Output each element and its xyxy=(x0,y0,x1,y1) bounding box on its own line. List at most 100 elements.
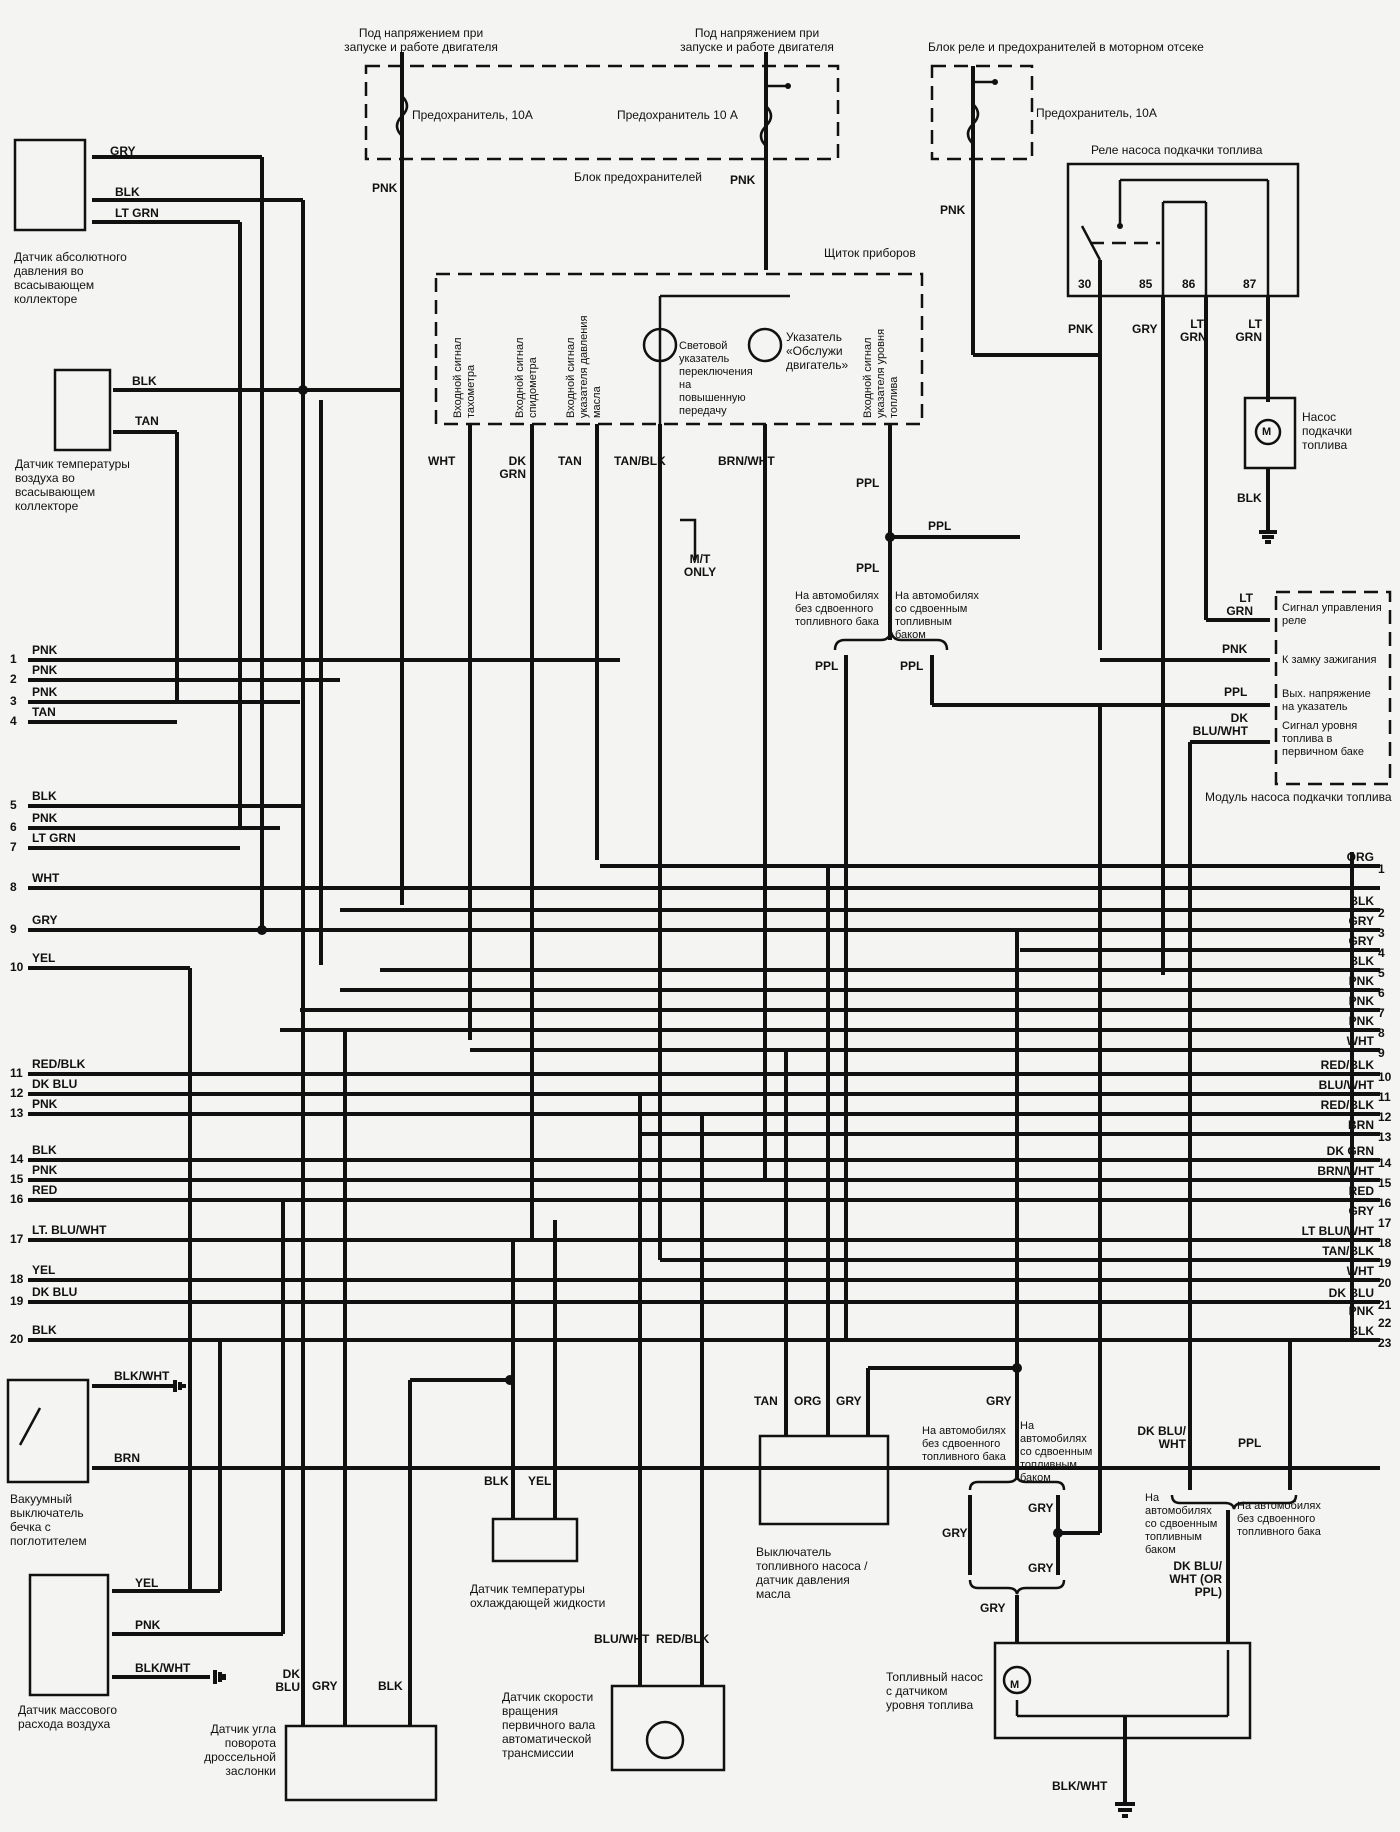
iat-sensor-label: Датчик температуры воздуха во всасывающе… xyxy=(15,457,130,513)
connector-pin-number: 1 xyxy=(1378,862,1385,876)
fuse-block-title: Блок предохранителей xyxy=(574,170,702,184)
connector-pin-number: 10 xyxy=(10,960,24,974)
vacuum-switch-box xyxy=(6,1378,90,1484)
wire-label: PNK xyxy=(730,173,756,187)
wire-label: RED/BLK xyxy=(1320,1058,1374,1072)
cluster-input-label: Входной сигнал спидометра xyxy=(514,337,539,418)
connector-pin-number: 21 xyxy=(1378,1298,1392,1312)
wire-label: GRY xyxy=(1132,322,1158,336)
gry-no-dual-label: На автомобилях без сдвоенного топливного… xyxy=(922,1425,1006,1463)
connector-pin-number: 12 xyxy=(1378,1110,1392,1124)
fuel-pump-box xyxy=(993,1641,1252,1740)
maf-sensor-box xyxy=(28,1573,110,1697)
wire-label: PPL xyxy=(1224,685,1248,699)
module-pin-label: Сигнал управления реле xyxy=(1282,602,1382,627)
ppl-no-dual-label: На автомобилях без сдвоенного топливного… xyxy=(795,590,879,628)
relay-pin: 86 xyxy=(1182,277,1196,291)
fuse-left-label: Предохранитель, 10А xyxy=(412,108,533,122)
connector-pin-number: 4 xyxy=(10,714,17,728)
right-bus xyxy=(280,852,1380,1340)
wire-label: PPL xyxy=(1238,1436,1262,1450)
wire-label: PPL xyxy=(856,476,880,490)
wire-label: TAN/BLK xyxy=(1322,1244,1374,1258)
connector-pin-number: 19 xyxy=(1378,1256,1392,1270)
wire-label: DK GRN xyxy=(1326,1144,1374,1158)
ect-sensor-label: Датчик температуры охлаждающей жидкости xyxy=(470,1582,606,1610)
connector-pin-number: 6 xyxy=(1378,986,1385,1000)
wire-label: BRN xyxy=(1348,1118,1374,1132)
wire-label: DK BLU xyxy=(32,1285,78,1299)
fuse-right-label: Предохранитель 10 А xyxy=(617,108,738,122)
connector-pin-number: 5 xyxy=(1378,966,1385,980)
connector-pin-number: 18 xyxy=(10,1272,24,1286)
wire-label: PNK xyxy=(1348,1304,1374,1318)
wire-label: BLK xyxy=(115,185,140,199)
wire-label: PNK xyxy=(32,811,58,825)
wire-label: GRY xyxy=(942,1526,968,1540)
module-pin-label: К замку зажигания xyxy=(1282,654,1377,666)
wire-label: BRN/WHT xyxy=(718,454,775,468)
wire-label: PPL xyxy=(928,519,952,533)
connector-pin-number: 20 xyxy=(1378,1276,1392,1290)
wire-label: DK BLU/ WHT (OR PPL) xyxy=(1169,1559,1222,1599)
wire-label: BLK/WHT xyxy=(114,1369,170,1383)
prime-pump-motor-icon xyxy=(1254,418,1282,446)
connector-pin-number: 20 xyxy=(10,1332,24,1346)
wire-label: BLK xyxy=(1349,954,1374,968)
tps-sensor-box xyxy=(284,1724,438,1802)
wire-label: PPL xyxy=(900,659,924,673)
ground-icon xyxy=(213,1670,226,1684)
engine-fuse-title: Блок реле и предохранителей в моторном о… xyxy=(928,40,1204,54)
wire-label: PNK xyxy=(32,663,58,677)
connector-pin-number: 9 xyxy=(1378,1046,1385,1060)
wire-label: BLK xyxy=(1237,491,1262,505)
wire-label: PNK xyxy=(1222,642,1248,656)
wire-label: RED/BLK xyxy=(1320,1098,1374,1112)
wire-label: RED xyxy=(1348,1184,1374,1198)
tps-sensor-label: Датчик угла поворота дроссельной заслонк… xyxy=(204,1722,276,1778)
connector-pin-number: 3 xyxy=(1378,926,1385,940)
speed-sensor-box xyxy=(610,1684,726,1772)
connector-pin-number: 9 xyxy=(10,922,17,936)
wire-label: LT GRN xyxy=(115,206,159,220)
module-pin-label: Сигнал уровня топлива в первичном баке xyxy=(1282,720,1364,758)
wire-label: BRN/WHT xyxy=(1317,1164,1374,1178)
connector-pin-number: 16 xyxy=(10,1192,24,1206)
wire-label: DK BLU xyxy=(32,1077,78,1091)
module-pin-label: Вых. напряжение на указатель xyxy=(1282,688,1371,713)
connector-pin-number: 6 xyxy=(10,820,17,834)
wire-label: BLK xyxy=(132,374,157,388)
wire-label: TAN xyxy=(754,1394,778,1408)
wire-label: ORG xyxy=(794,1394,822,1408)
service-engine-lamp-icon xyxy=(747,327,783,363)
wire-label: DK BLU/ WHT xyxy=(1137,1424,1186,1451)
connector-pin-number: 3 xyxy=(10,694,17,708)
prime-module-outline xyxy=(1274,590,1392,786)
connector-pin-number: 17 xyxy=(1378,1216,1392,1230)
wire-label: YEL xyxy=(135,1576,159,1590)
connector-pin-number: 22 xyxy=(1378,1316,1392,1330)
wire-label: BLK/WHT xyxy=(135,1661,191,1675)
connector-pin-number: 19 xyxy=(10,1294,24,1308)
wire-label: BLK xyxy=(32,1143,57,1157)
wire-label: LT GRN xyxy=(1180,317,1207,344)
wire-label: WHT xyxy=(428,454,456,468)
connector-pin-number: 8 xyxy=(10,880,17,894)
wire-label: PNK xyxy=(32,1097,58,1111)
level-dual-label: На автомобилях со сдвоенным топливным ба… xyxy=(1145,1492,1218,1556)
oil-switch-label: Выключатель топливного насоса /датчик да… xyxy=(756,1545,868,1601)
wire-label: TAN xyxy=(135,414,159,428)
wire-label: WHT xyxy=(1346,1264,1374,1278)
maf-sensor-label: Датчик массового расхода воздуха xyxy=(18,1703,118,1731)
vacuum-switch-label: Вакуумный выключатель бечка с поглотител… xyxy=(10,1492,87,1548)
wire-label: PNK xyxy=(1348,994,1374,1008)
fuse-right-symbol xyxy=(759,105,773,147)
relay-pin: 30 xyxy=(1078,277,1092,291)
wire-label: WHT xyxy=(32,871,60,885)
wire-label: GRY xyxy=(32,913,58,927)
cluster-outline xyxy=(434,272,924,426)
cluster-input-label: Входной сигнал тахометра xyxy=(452,337,477,418)
wire-label: ORG xyxy=(1346,850,1374,864)
level-no-dual-label: На автомобилях без сдвоенного топливного… xyxy=(1237,1500,1321,1538)
wire-label: PNK xyxy=(32,685,58,699)
